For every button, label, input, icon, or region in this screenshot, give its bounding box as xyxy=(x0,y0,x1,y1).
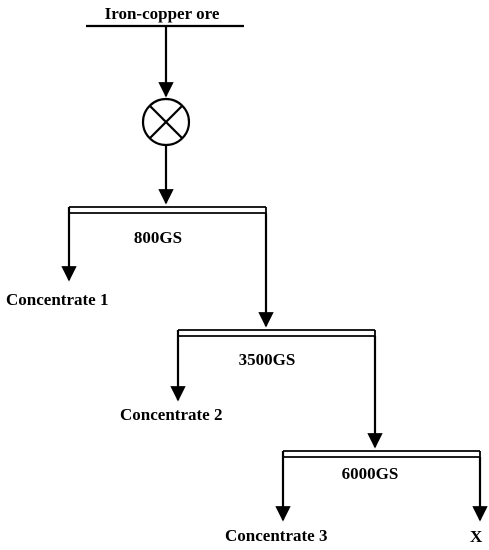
separator-3 xyxy=(283,450,481,458)
separator-1 xyxy=(69,206,267,214)
crusher-icon xyxy=(141,97,191,147)
concentrate-3-label: Concentrate 3 xyxy=(225,526,327,545)
separator-2 xyxy=(178,329,376,337)
separator-2-field-label: 3500GS xyxy=(239,350,296,369)
concentrate-2-label: Concentrate 2 xyxy=(120,405,222,424)
feed-label: Iron-copper ore xyxy=(105,4,220,23)
separator-3-field-label: 6000GS xyxy=(342,464,399,483)
concentrate-1-label: Concentrate 1 xyxy=(6,290,108,309)
tailings-label: X xyxy=(470,527,483,546)
separator-1-field-label: 800GS xyxy=(134,228,182,247)
